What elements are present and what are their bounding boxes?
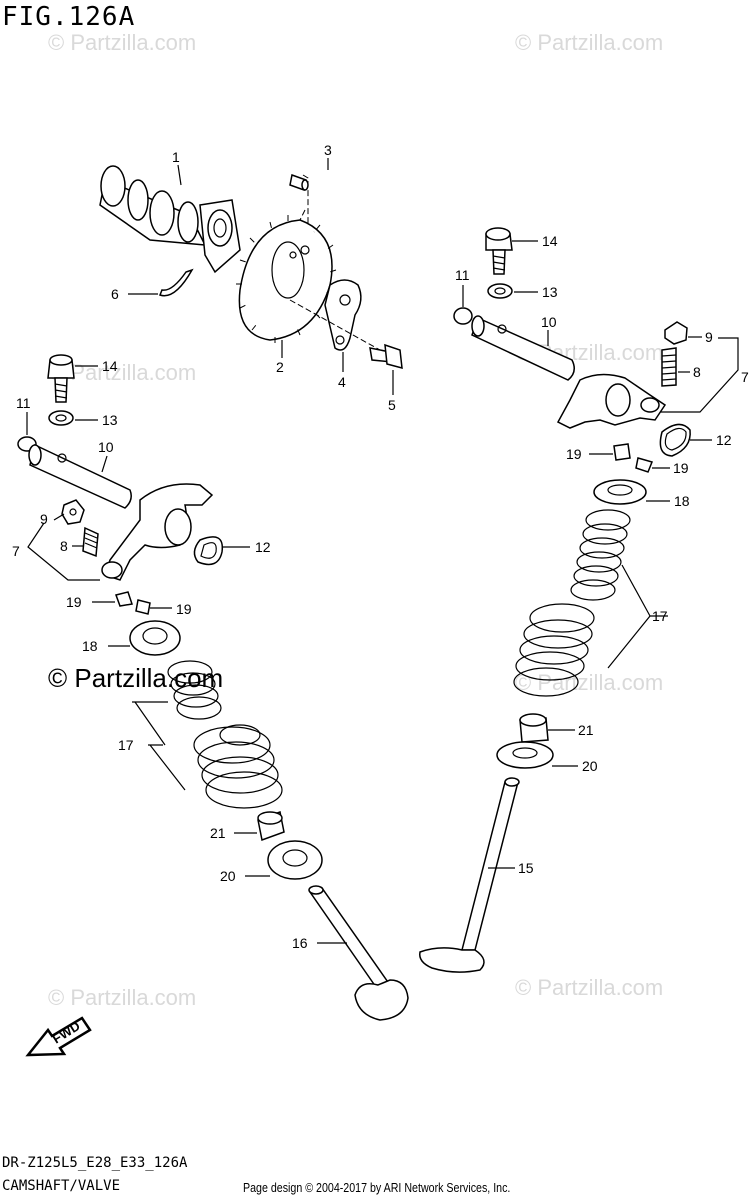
- valve-spring-outer-part[interactable]: [513, 603, 595, 697]
- callout-8-right[interactable]: 8: [693, 364, 701, 380]
- callout-10-right[interactable]: 10: [541, 314, 557, 330]
- gasket-part[interactable]: [193, 536, 224, 566]
- callout-14-left[interactable]: 14: [102, 358, 118, 374]
- callout-19-left-b[interactable]: 19: [176, 601, 192, 617]
- gasket-part[interactable]: [659, 423, 691, 457]
- rocker-bolt-part[interactable]: [47, 354, 75, 403]
- spring-retainer-part[interactable]: [593, 479, 647, 505]
- spring-seat-part[interactable]: [496, 741, 554, 769]
- adjust-screw-part[interactable]: [82, 526, 99, 558]
- callout-21-right[interactable]: 21: [578, 722, 594, 738]
- callout-14-right[interactable]: 14: [542, 233, 558, 249]
- callout-16[interactable]: 16: [292, 935, 308, 951]
- callout-4[interactable]: 4: [338, 374, 346, 390]
- callout-12-left[interactable]: 12: [255, 539, 271, 555]
- adjust-nut-part[interactable]: [664, 321, 688, 345]
- watermark: © Partzilla.com: [515, 975, 664, 1000]
- watermark: © Partzilla.com: [515, 670, 664, 695]
- adjust-screw-part[interactable]: [661, 347, 677, 387]
- callout-18-left[interactable]: 18: [82, 638, 98, 654]
- callout-13-left[interactable]: 13: [102, 412, 118, 428]
- bolt-part[interactable]: [369, 343, 403, 370]
- intake-valve-part[interactable]: [419, 777, 520, 973]
- callout-13-right[interactable]: 13: [542, 284, 558, 300]
- rocker-shaft-part[interactable]: [28, 443, 132, 509]
- watermark: © Partzilla.com: [48, 30, 197, 55]
- camshaft-part[interactable]: [99, 165, 241, 274]
- watermark-main: © Partzilla.com: [48, 663, 224, 693]
- section-name: CAMSHAFT/VALVE: [2, 1178, 121, 1194]
- callout-20-left[interactable]: 20: [220, 868, 236, 884]
- rocker-shaft-part[interactable]: [471, 315, 575, 381]
- circlip-part[interactable]: [159, 268, 194, 297]
- callout-18-right[interactable]: 18: [674, 493, 690, 509]
- spring-retainer-part[interactable]: [129, 620, 181, 656]
- callout-9-left[interactable]: 9: [40, 511, 48, 527]
- callout-17-right[interactable]: 17: [652, 608, 668, 624]
- spring-seat-part[interactable]: [267, 840, 323, 880]
- page-credit: Page design © 2004-2017 by ARI Network S…: [243, 1180, 511, 1195]
- watermark: © Partzilla.com: [48, 985, 197, 1010]
- callout-9-right[interactable]: 9: [705, 329, 713, 345]
- callout-1[interactable]: 1: [172, 149, 180, 165]
- valve-spring-outer-part[interactable]: [193, 724, 283, 809]
- callout-12-right[interactable]: 12: [716, 432, 732, 448]
- callout-2[interactable]: 2: [276, 359, 284, 375]
- rocker-bolt-part[interactable]: [485, 227, 513, 275]
- callout-19-right-b[interactable]: 19: [673, 460, 689, 476]
- callout-7-left[interactable]: 7: [12, 543, 20, 559]
- valve-spring-inner-part[interactable]: [570, 509, 631, 601]
- cam-sprocket-part[interactable]: [236, 209, 337, 343]
- rocker-arm-part[interactable]: [101, 483, 214, 581]
- figure-title: FIG.126A: [2, 2, 136, 32]
- callout-20-right[interactable]: 20: [582, 758, 598, 774]
- callout-5[interactable]: 5: [388, 397, 396, 413]
- callout-19-right-a[interactable]: 19: [566, 446, 582, 462]
- fwd-arrow-icon: FWD: [25, 1016, 92, 1057]
- washer-part[interactable]: [48, 410, 74, 426]
- callout-21-left[interactable]: 21: [210, 825, 226, 841]
- callout-8-left[interactable]: 8: [60, 538, 68, 554]
- callout-19-left-a[interactable]: 19: [66, 594, 82, 610]
- callout-10-left[interactable]: 10: [98, 439, 114, 455]
- callout-15[interactable]: 15: [518, 860, 534, 876]
- oil-seal-part[interactable]: [519, 713, 549, 743]
- callout-11-left[interactable]: 11: [16, 395, 31, 411]
- callout-6[interactable]: 6: [111, 286, 119, 302]
- model-code: DR-Z125L5_E28_E33_126A: [2, 1155, 188, 1171]
- washer-part[interactable]: [487, 283, 513, 299]
- callout-7-right[interactable]: 7: [741, 369, 749, 385]
- oil-seal-part[interactable]: [257, 810, 285, 842]
- callout-17-left[interactable]: 17: [118, 737, 134, 753]
- o-ring-part[interactable]: [453, 307, 473, 325]
- exhaust-valve-part[interactable]: [308, 885, 409, 1021]
- stopper-plate-part[interactable]: [324, 279, 362, 351]
- cotter-part[interactable]: [115, 591, 151, 615]
- callout-11-right[interactable]: 11: [455, 267, 470, 283]
- callout-3[interactable]: 3: [324, 142, 332, 158]
- cotter-part[interactable]: [613, 443, 654, 473]
- dowel-pin-part[interactable]: [289, 174, 309, 191]
- watermark: © Partzilla.com: [515, 30, 664, 55]
- valve-spring-inner-part[interactable]: [167, 660, 222, 720]
- adjust-nut-part[interactable]: [61, 499, 85, 525]
- rocker-arm-part[interactable]: [556, 373, 667, 429]
